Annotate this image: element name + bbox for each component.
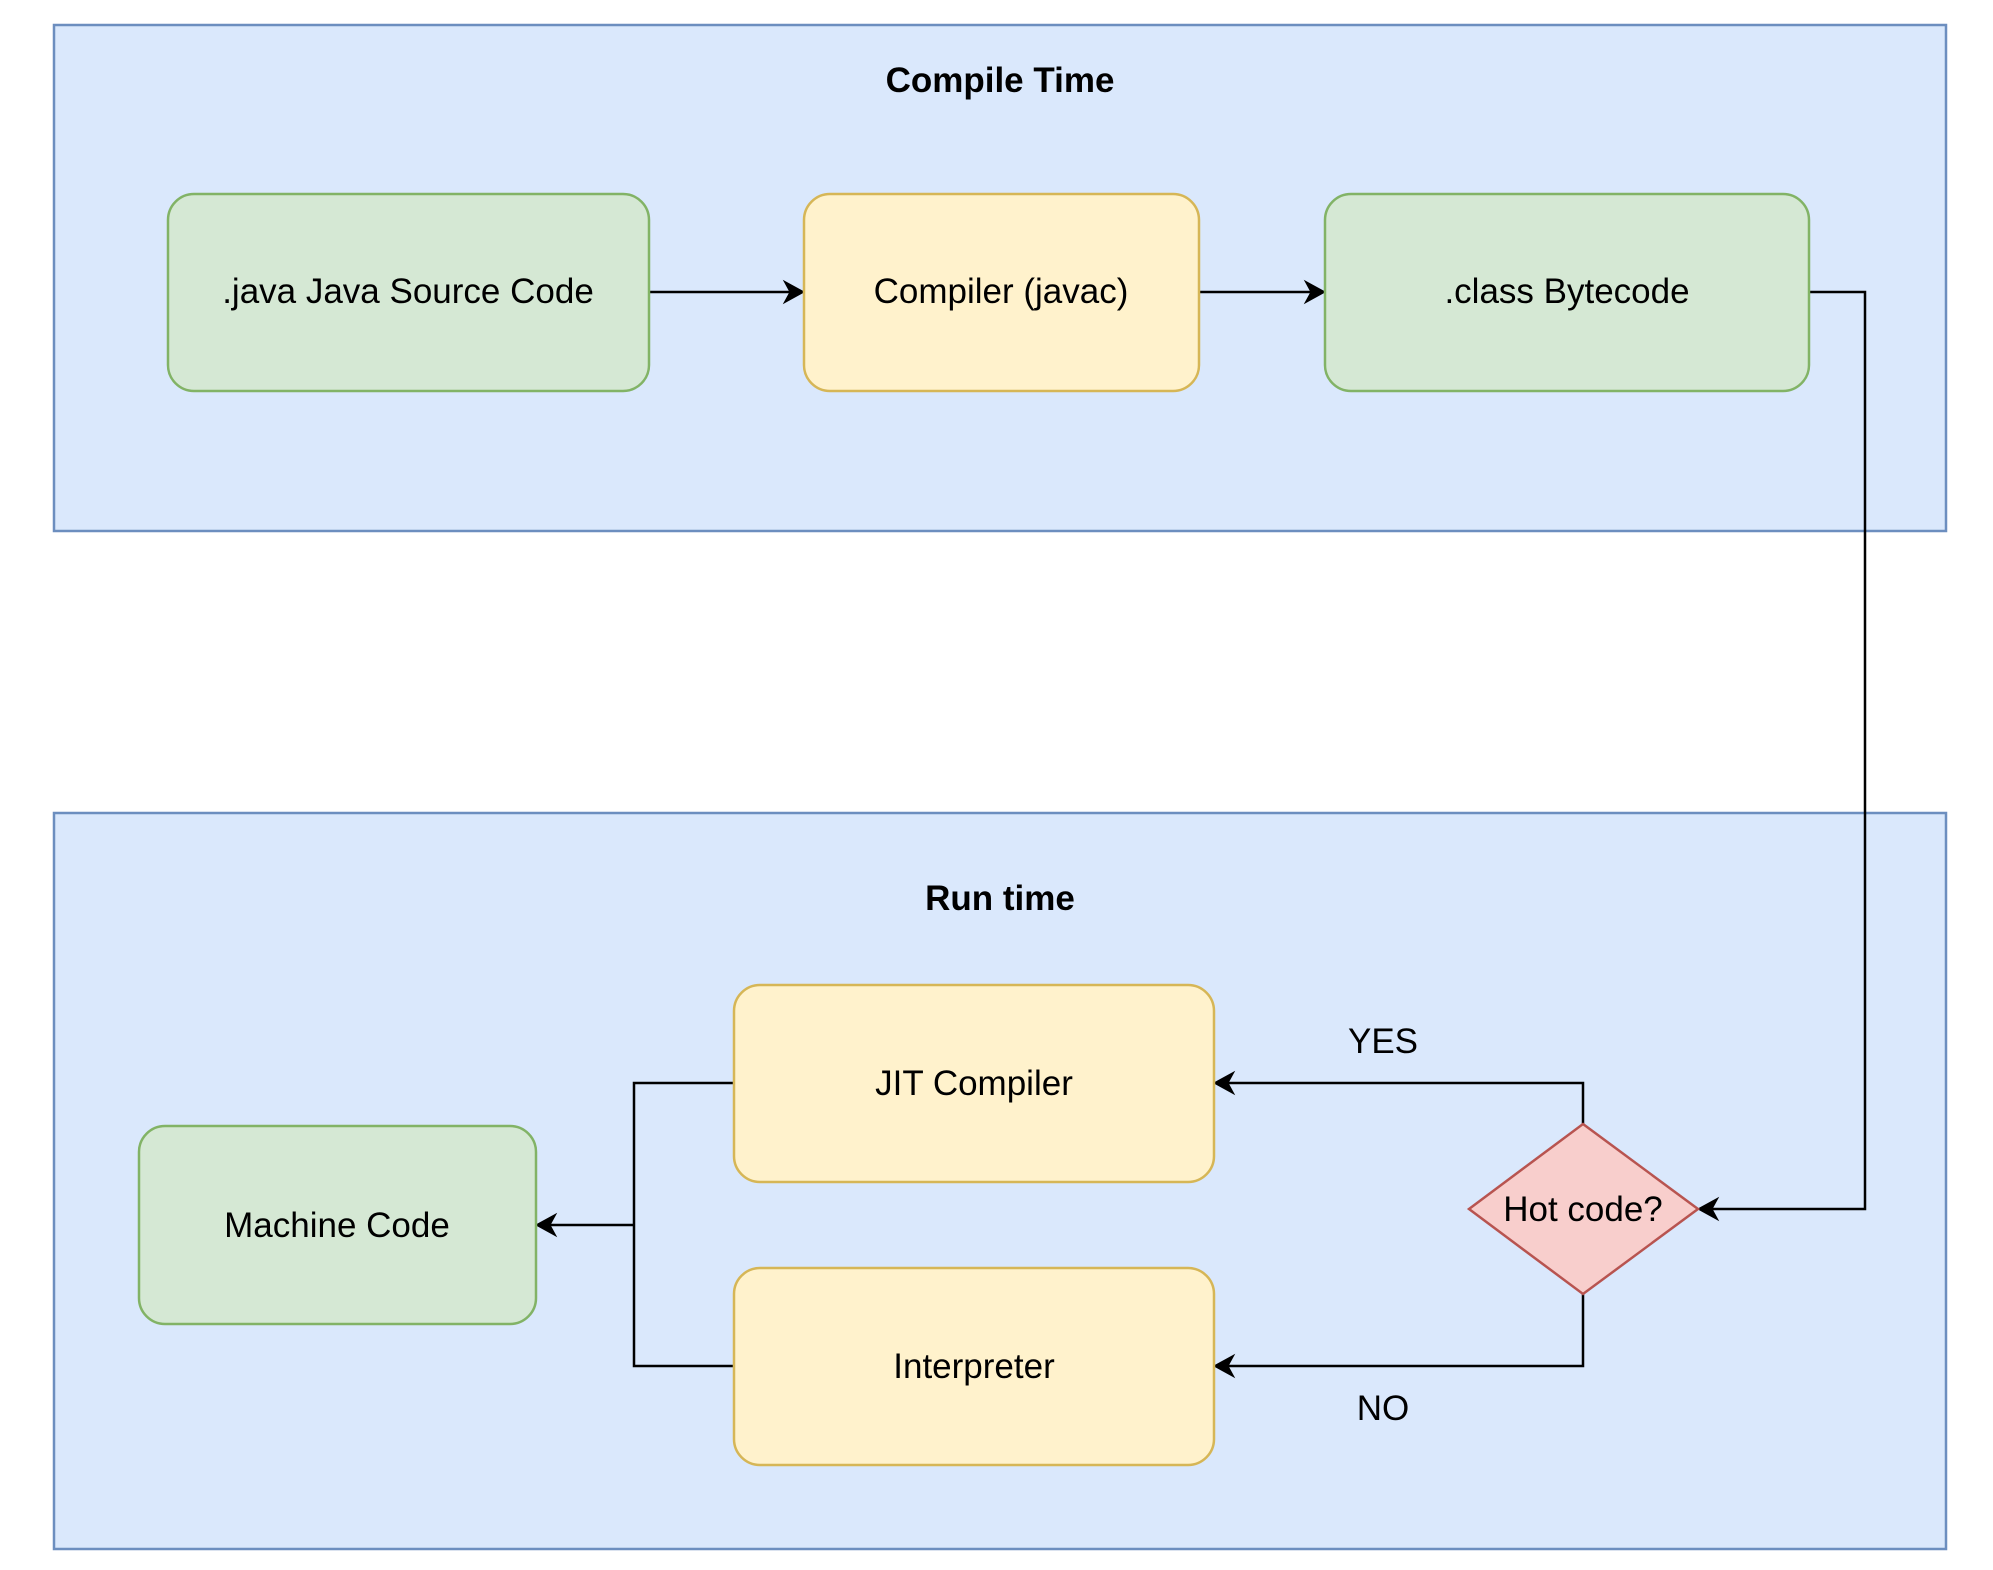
node-machine-code-box (137, 1124, 538, 1326)
edge-source-to-javac-arrowhead (782, 279, 806, 305)
edge-label-no: NO (1357, 1389, 1410, 1428)
node-javac-label: Compiler (javac) (874, 272, 1129, 311)
node-machine-code-label: Machine Code (224, 1206, 450, 1245)
node-interpreter: Interpreter (732, 1266, 1216, 1467)
node-java-source: .java Java Source Code (166, 192, 651, 393)
node-jit-compiler: JIT Compiler (732, 983, 1216, 1184)
edge-yes-to-jit-arrowhead (1212, 1070, 1236, 1096)
edge-to-machine-code-arrowhead (534, 1212, 558, 1238)
edges (534, 279, 1867, 1379)
node-jit-compiler-label: JIT Compiler (875, 1064, 1073, 1103)
node-hot-code-label: Hot code? (1503, 1190, 1663, 1229)
compile-time-title: Compile Time (886, 61, 1115, 100)
node-java-source-label: .java Java Source Code (222, 272, 594, 311)
node-bytecode: .class Bytecode (1323, 192, 1811, 393)
node-javac-box (802, 192, 1201, 393)
node-bytecode-box (1323, 192, 1811, 393)
run-time-title: Run time (925, 879, 1075, 918)
edge-bytecode-to-hot-code-arrowhead (1696, 1196, 1720, 1222)
node-java-source-box (166, 192, 651, 393)
node-bytecode-label: .class Bytecode (1444, 272, 1689, 311)
hot-code-diamond (1466, 1122, 1701, 1296)
node-hot-code-decision: Hot code? (1466, 1122, 1701, 1296)
node-jit-compiler-box (732, 983, 1216, 1184)
edge-no-to-interpreter-arrowhead (1212, 1353, 1236, 1379)
edge-bytecode-to-hot-code (1712, 290, 1867, 1211)
node-machine-code: Machine Code (137, 1124, 538, 1326)
edge-yes-to-jit (1228, 1081, 1585, 1124)
edge-label-yes: YES (1348, 1022, 1418, 1061)
edge-javac-to-bytecode-arrowhead (1303, 279, 1327, 305)
edge-no-to-interpreter (1228, 1294, 1585, 1368)
node-interpreter-box (732, 1266, 1216, 1467)
node-javac: Compiler (javac) (802, 192, 1201, 393)
node-interpreter-label: Interpreter (893, 1347, 1055, 1386)
